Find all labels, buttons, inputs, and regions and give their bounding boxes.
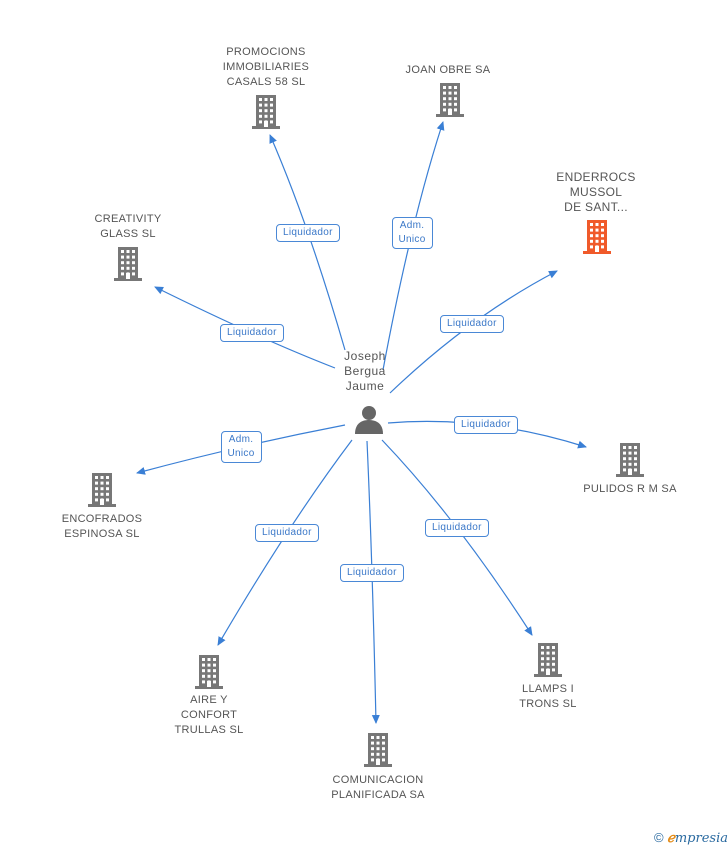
comunicacion-label[interactable]: COMUNICACION PLANIFICADA SA [331, 774, 425, 801]
edge-comunicacion [366, 440, 380, 724]
edge-llamps [381, 439, 533, 636]
enderrocs-label[interactable]: ENDERROCS MUSSOL DE SANT... [556, 170, 636, 214]
edge-promocions [269, 134, 346, 351]
edge-aire [217, 439, 353, 646]
edge-label-pulidos[interactable]: Liquidador [454, 416, 518, 434]
edge-label-aire[interactable]: Liquidador [255, 524, 319, 542]
person-icon[interactable] [353, 403, 385, 435]
encofrados-label[interactable]: ENCOFRADOS ESPINOSA SL [61, 513, 143, 540]
encofrados-building-icon[interactable] [86, 472, 118, 513]
edge-label-llamps[interactable]: Liquidador [425, 519, 489, 537]
aire-building-icon[interactable] [193, 654, 225, 695]
edge-label-enderrocs[interactable]: Liquidador [440, 315, 504, 333]
edge-label-encofrados[interactable]: Adm. Unico [220, 431, 262, 463]
llamps-building-icon[interactable] [532, 642, 564, 683]
empresia-logo-e: ℯ [667, 831, 675, 846]
aire-label[interactable]: AIRE Y CONFORT TRULLAS SL [174, 694, 244, 736]
promocions-building-icon[interactable] [250, 94, 282, 135]
pulidos-building-icon[interactable] [614, 442, 646, 483]
empresia-logo-text: mpresia [674, 831, 728, 846]
edge-label-creativity[interactable]: Liquidador [220, 324, 284, 342]
enderrocs-building-icon[interactable] [581, 219, 613, 260]
edge-label-joan[interactable]: Adm. Unico [391, 217, 433, 249]
comunicacion-building-icon[interactable] [362, 732, 394, 773]
copyright-symbol: © [653, 830, 664, 845]
person-name[interactable]: Joseph Bergua Jaume [344, 349, 386, 393]
creativity-label[interactable]: CREATIVITY GLASS SL [94, 213, 162, 240]
edge-label-promocions[interactable]: Liquidador [276, 224, 340, 242]
pulidos-label[interactable]: PULIDOS R M SA [583, 483, 677, 495]
llamps-label[interactable]: LLAMPS I TRONS SL [519, 683, 577, 710]
promocions-label[interactable]: PROMOCIONS IMMOBILIARIES CASALS 58 SL [222, 46, 310, 88]
empresia-footer: © ℯmpresia [654, 830, 728, 846]
joan-label[interactable]: JOAN OBRE SA [405, 64, 491, 76]
creativity-building-icon[interactable] [112, 246, 144, 287]
edge-label-comunicacion[interactable]: Liquidador [340, 564, 404, 582]
joan-building-icon[interactable] [434, 82, 466, 123]
